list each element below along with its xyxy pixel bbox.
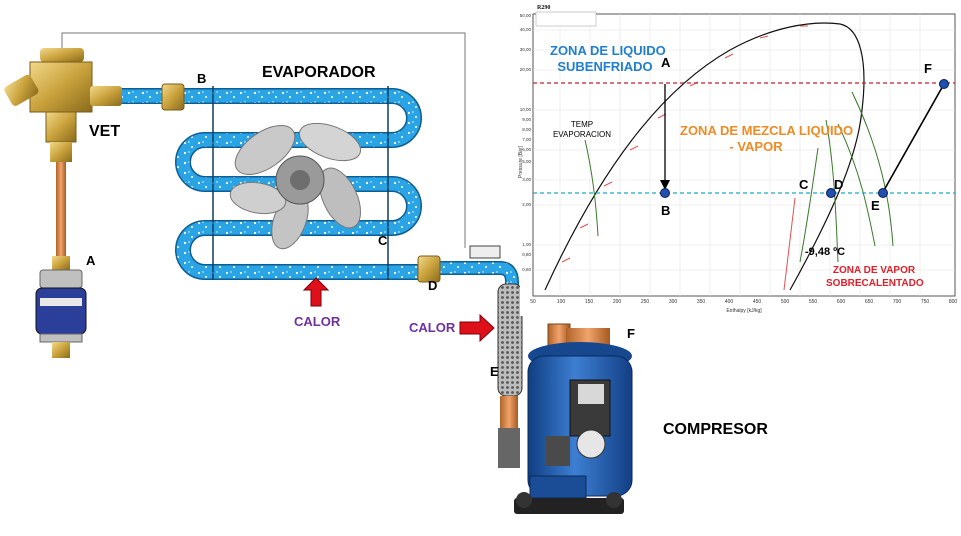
- chart-point-f: F: [924, 61, 932, 76]
- bulb-sensor: [469, 245, 501, 259]
- svg-text:650: 650: [865, 299, 874, 305]
- heat-arrow-up: [302, 277, 330, 307]
- circuit-point-b: B: [197, 71, 207, 86]
- isotherm-labels: [561, 25, 808, 263]
- fitting-b: [161, 83, 185, 111]
- compressor: [514, 323, 633, 514]
- svg-text:50: 50: [530, 299, 536, 305]
- vet-label: VET: [89, 123, 121, 140]
- svg-text:0,60: 0,60: [522, 267, 531, 272]
- isentropes: [584, 91, 894, 263]
- svg-text:30,00: 30,00: [520, 47, 532, 52]
- chart-refrigerant-label: R290: [537, 5, 550, 11]
- svg-text:20,00: 20,00: [520, 67, 532, 72]
- liquid-line: [56, 162, 66, 258]
- filter-dryer: [35, 269, 87, 358]
- circuit-point-d: D: [428, 278, 438, 293]
- svg-text:700: 700: [893, 299, 902, 305]
- circuit-point-e: E: [490, 364, 499, 379]
- svg-text:600: 600: [837, 299, 846, 305]
- circuit-point-f: F: [627, 326, 635, 341]
- svg-text:450: 450: [753, 299, 762, 305]
- svg-text:7,00: 7,00: [522, 137, 531, 142]
- svg-text:40,00: 40,00: [520, 27, 532, 32]
- evaporation-temp-value: -9,48 ºC: [805, 246, 846, 258]
- svg-text:1,00: 1,00: [522, 242, 531, 247]
- svg-text:750: 750: [921, 299, 930, 305]
- fan-motor: [229, 122, 362, 250]
- svg-text:8,00: 8,00: [522, 127, 531, 132]
- compression-line: [882, 83, 945, 193]
- chart-point-b: B: [661, 203, 671, 218]
- svg-text:5,00: 5,00: [522, 159, 531, 164]
- saturation-dome: [544, 22, 865, 291]
- temp-evap-line-1: TEMP: [570, 120, 594, 129]
- svg-text:3,00: 3,00: [522, 177, 531, 182]
- svg-text:300: 300: [669, 299, 678, 305]
- zone-vapor-label: ZONA DE VAPOR SOBRECALENTADO: [826, 264, 924, 290]
- svg-text:50,00: 50,00: [520, 13, 532, 18]
- svg-text:150: 150: [585, 299, 594, 305]
- evaporator-label: EVAPORADOR: [262, 64, 376, 81]
- zone-mixture-line-2: - VAPOR: [729, 139, 783, 154]
- chart-point-c: C: [799, 177, 809, 192]
- zone-vapor-line-2: SOBRECALENTADO: [826, 278, 924, 289]
- chart-point-e: E: [871, 198, 880, 213]
- point-e-marker: [878, 188, 888, 198]
- svg-text:100: 100: [557, 299, 566, 305]
- svg-text:2,00: 2,00: [522, 202, 531, 207]
- chart-point-a: A: [661, 55, 671, 70]
- temp-evaporation-label: TEMP EVAPORACION: [552, 120, 612, 140]
- zone-liquid-label: ZONA DE LIQUIDO SUBENFRIADO: [550, 43, 666, 75]
- compressor-label: COMPRESOR: [663, 421, 768, 438]
- svg-text:10,00: 10,00: [520, 107, 532, 112]
- svg-text:350: 350: [697, 299, 706, 305]
- zone-mixture-label: ZONA DE MEZCLA LIQUIDO - VAPOR: [680, 123, 854, 155]
- svg-text:550: 550: [809, 299, 818, 305]
- expansion-valve: [4, 48, 122, 162]
- heat-label-evaporator: CALOR: [294, 314, 341, 329]
- point-d-marker: [826, 188, 836, 198]
- svg-text:500: 500: [781, 299, 790, 305]
- zone-liquid-line-1: ZONA DE LIQUIDO: [550, 43, 666, 58]
- y-tick-labels: 50,00 40,00 30,00 20,00 10,00 9,00 8,00 7,00 6…: [520, 13, 532, 272]
- temp-evap-line-2: EVAPORACION: [552, 130, 612, 139]
- svg-text:0,80: 0,80: [522, 252, 531, 257]
- y-axis-title: Pressure [Bar]: [518, 145, 524, 178]
- x-axis-title: Enthalpy [kJ/kg]: [726, 308, 762, 314]
- fitting-d: [417, 255, 441, 283]
- x-tick-labels: 50 100 150 200 250 300 350 400 450 500 550 600 6…: [530, 299, 957, 305]
- svg-text:6,00: 6,00: [522, 147, 531, 152]
- bulb-capillary: [61, 32, 466, 248]
- svg-text:400: 400: [725, 299, 734, 305]
- zone-vapor-line-1: ZONA DE VAPOR: [832, 265, 916, 276]
- heat-arrow-right: [459, 313, 495, 343]
- svg-text:250: 250: [641, 299, 650, 305]
- circuit-point-a: A: [86, 253, 96, 268]
- chart-frame: [532, 13, 956, 297]
- zone-mixture-line-1: ZONA DE MEZCLA LIQUIDO: [680, 123, 854, 138]
- svg-text:200: 200: [613, 299, 622, 305]
- circuit-point-c: C: [378, 233, 388, 248]
- point-f-marker: [939, 79, 949, 89]
- svg-text:800: 800: [949, 299, 958, 305]
- zone-liquid-line-2: SUBENFRIADO: [557, 59, 653, 74]
- point-b-marker: [660, 188, 670, 198]
- svg-text:9,00: 9,00: [522, 117, 531, 122]
- chart-point-d: D: [834, 177, 844, 192]
- heat-label-compressor: CALOR: [409, 320, 456, 335]
